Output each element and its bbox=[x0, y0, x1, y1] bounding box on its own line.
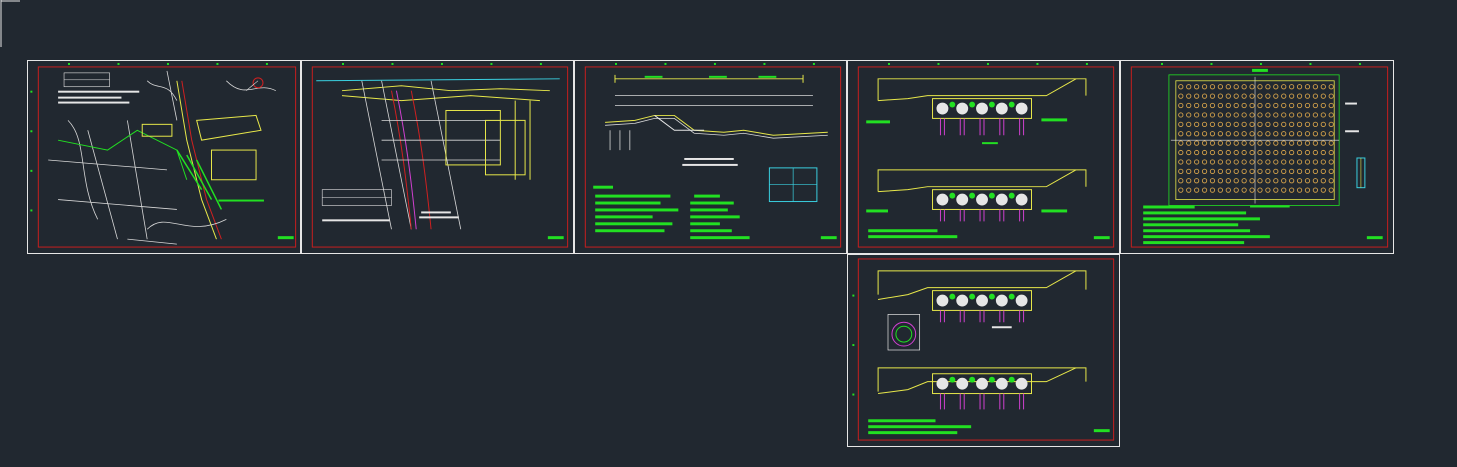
ucs-icon bbox=[0, 0, 20, 47]
layout-sheet-site-plan[interactable] bbox=[27, 60, 301, 254]
layout-sheet-pile-layout-plan[interactable] bbox=[1120, 60, 1394, 254]
layout-sheet-pile-sections-detail[interactable] bbox=[847, 254, 1120, 447]
layout-sheet-pile-sections[interactable] bbox=[847, 60, 1120, 254]
layout-sheet-longitudinal-section[interactable] bbox=[574, 60, 847, 254]
layout-sheet-slope-plan[interactable] bbox=[301, 60, 574, 254]
